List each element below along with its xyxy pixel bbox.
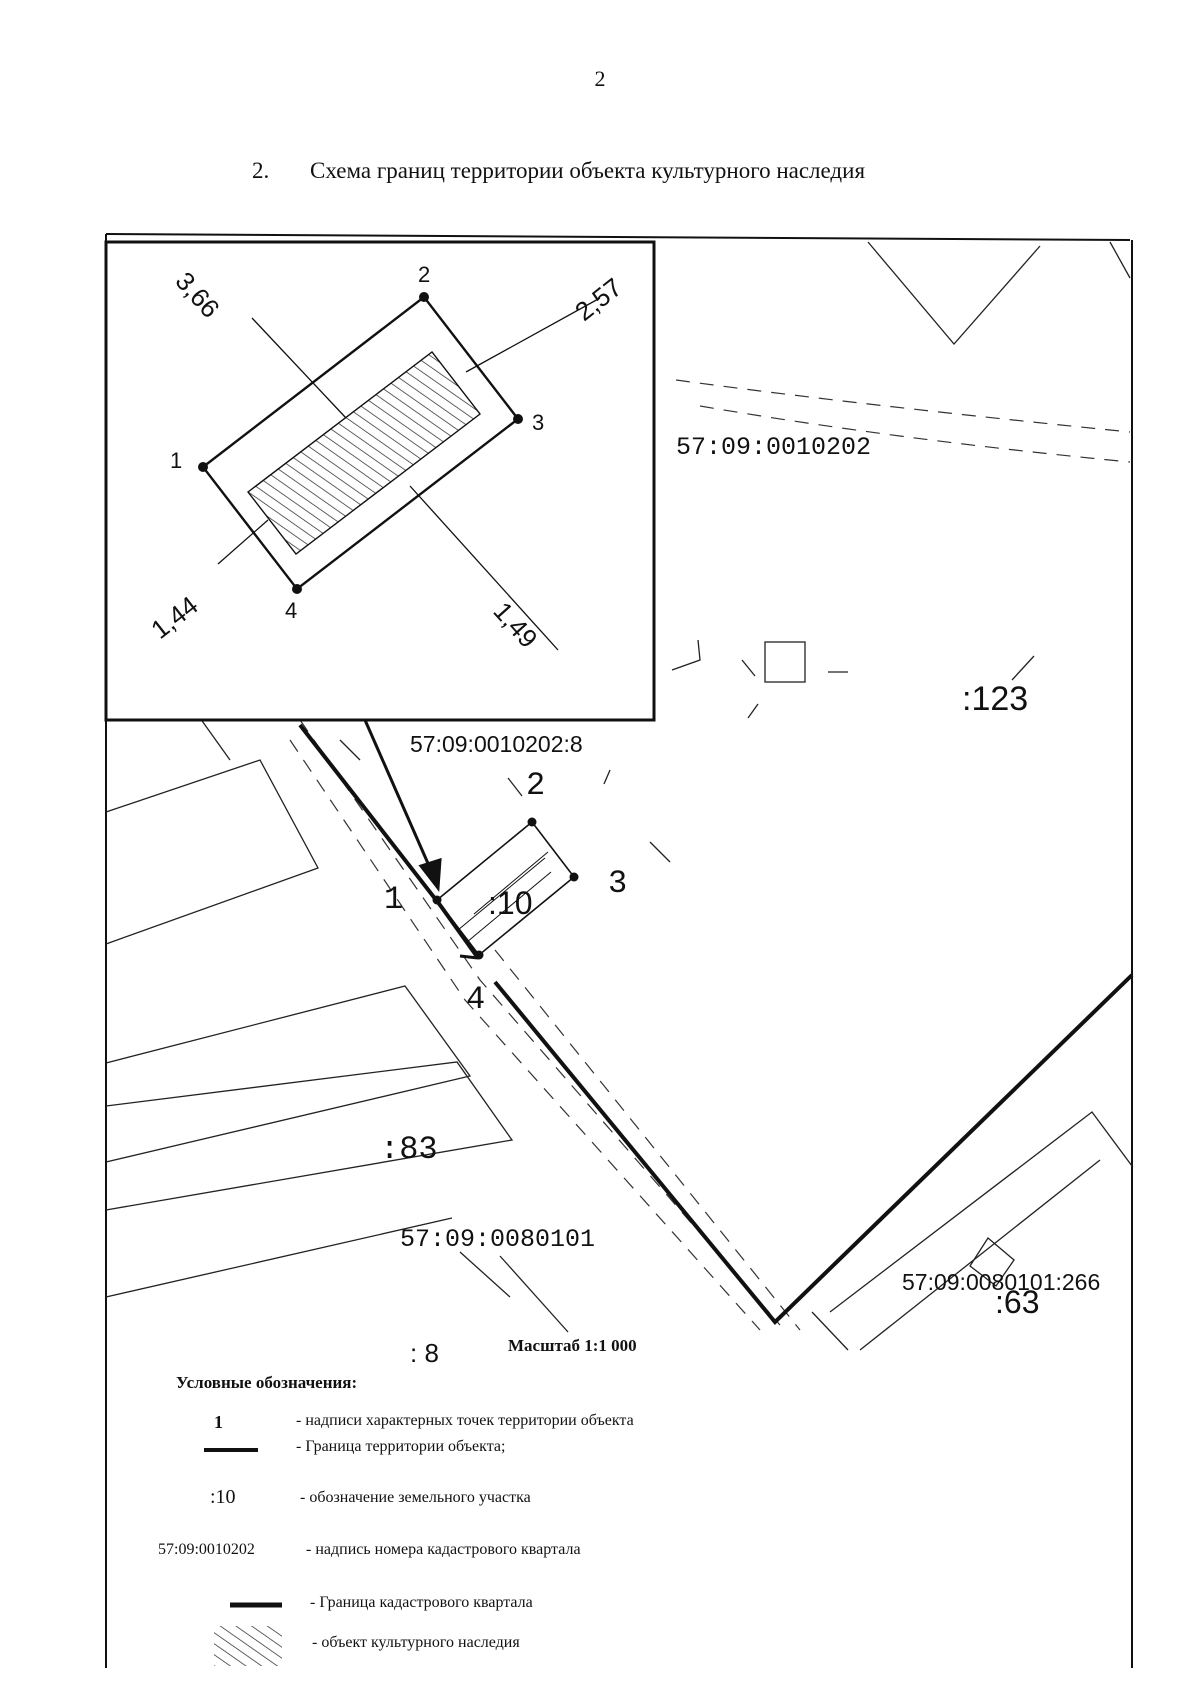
page-heading: 2. Схема границ территории объекта культу…	[252, 158, 865, 184]
inset-leader-lines	[217, 297, 601, 651]
legend-heritage-swatch	[214, 1626, 282, 1666]
legend-text-quarter-boundary: - Граница кадастрового квартала	[310, 1594, 533, 1611]
map-labels: 57:09:0010202 57:09:0080101 :123 57:09:0…	[380, 433, 1100, 1368]
quarter-label-south: 57:09:0080101	[400, 1225, 595, 1254]
parcel-label-63: :63	[995, 1284, 1039, 1320]
legend-title: Условные обозначения:	[176, 1373, 358, 1392]
inset-map	[104, 240, 656, 722]
parcel-label-8: : 8	[410, 1338, 439, 1368]
legend-symbol-point: 1	[214, 1412, 223, 1432]
legend-symbol-parcel: :10	[210, 1486, 236, 1508]
legend-text-territory-boundary: - Граница территории объекта;	[296, 1438, 506, 1455]
parcel-label-123: :123	[962, 680, 1028, 718]
inset-point-1: 1	[170, 448, 182, 473]
parcel-outlines	[105, 241, 1133, 1351]
parcel-label-0010202-8: 57:09:0010202:8	[410, 731, 583, 757]
heading-number: 2.	[252, 158, 270, 183]
map-point-2: 2	[526, 767, 545, 804]
map-point-1: 1	[384, 881, 403, 918]
inset-point-3: 3	[532, 410, 544, 435]
inset-point-2: 2	[418, 262, 430, 287]
page-number: 2	[594, 66, 606, 91]
heading-text: Схема границ территории объекта культурн…	[310, 158, 866, 183]
object-points	[432, 817, 579, 960]
legend-text-parcel: - обозначение земельного участка	[300, 1489, 531, 1506]
legend-text-point: - надписи характерных точек территории о…	[296, 1412, 634, 1429]
legend-symbol-quarter: 57:09:0010202	[158, 1541, 255, 1558]
quarter-label-north: 57:09:0010202	[676, 433, 871, 462]
map-point-3: 3	[608, 865, 627, 902]
inset-point-4: 4	[285, 598, 297, 623]
legend-text-heritage: - объект культурного наследия	[312, 1634, 520, 1651]
parcel-label-10: :10	[488, 885, 532, 921]
map-point-4: 4	[466, 981, 485, 1018]
pointer-arrow	[363, 719, 442, 893]
parcel-label-0080101-266: 57:09:0080101:266	[902, 1269, 1100, 1295]
street-lines	[289, 379, 1131, 1331]
map-scale: Масштаб 1:1 000	[508, 1336, 637, 1355]
legend-symbols	[204, 1448, 282, 1666]
legend-text-quarter: - надпись номера кадастрового квартала	[306, 1541, 581, 1558]
parcel-label-83: :83	[380, 1131, 438, 1168]
